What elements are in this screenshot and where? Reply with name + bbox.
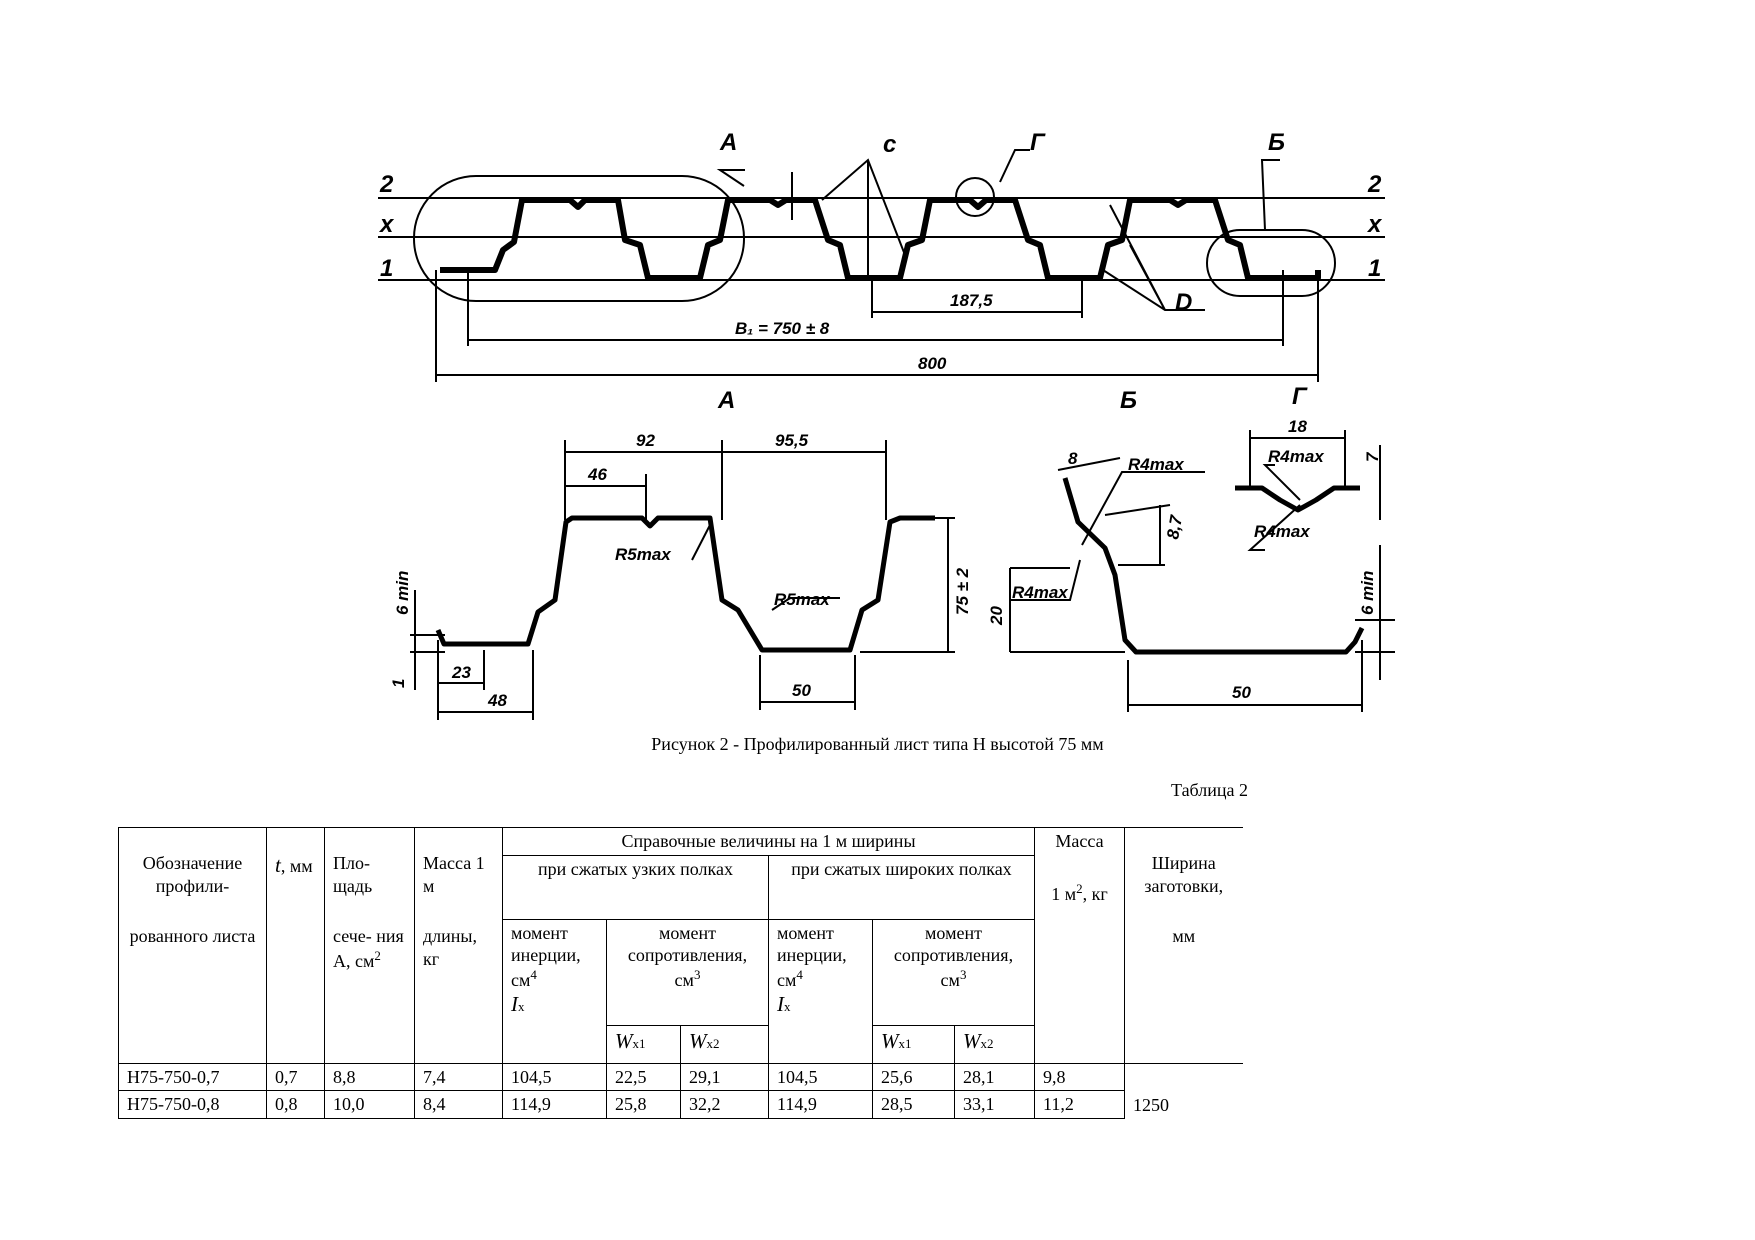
cell: Н75-750-0,7 bbox=[118, 1062, 267, 1091]
header-area: Пло- щадь сече- ния А, см2 bbox=[324, 827, 415, 1064]
leader-label-c: c bbox=[883, 131, 896, 158]
cell: 28,5 bbox=[872, 1090, 955, 1119]
cell: 29,1 bbox=[680, 1062, 769, 1091]
cell: 104,5 bbox=[502, 1062, 607, 1091]
axis-label-2: 2 bbox=[379, 171, 394, 198]
cell: 0,7 bbox=[266, 1062, 325, 1091]
dim-23: 23 bbox=[451, 663, 471, 682]
header-inertia-wide: момент инерции, см4 Ix bbox=[768, 918, 873, 1064]
dim-b1: B₁ = 750 ± 8 bbox=[735, 319, 830, 338]
callout-label-G: Г bbox=[1030, 129, 1046, 156]
cell: 22,5 bbox=[606, 1062, 681, 1091]
header-wx1-wide: Wx1 bbox=[872, 1024, 955, 1064]
table-row: Н75-750-0,7 0,7 8,8 7,4 104,5 22,5 29,1 … bbox=[118, 1062, 1243, 1118]
header-wx2-wide: Wx2 bbox=[954, 1024, 1035, 1064]
dim-8: 8 bbox=[1068, 449, 1078, 468]
callout-A bbox=[413, 175, 745, 302]
cell: 8,4 bbox=[414, 1090, 503, 1119]
cell: 104,5 bbox=[768, 1062, 873, 1091]
cell: 32,2 bbox=[680, 1090, 769, 1119]
header-inertia-narrow: момент инерции, см4 Ix bbox=[502, 918, 607, 1064]
detail-G-profile bbox=[1235, 485, 1360, 513]
detail-B-title: Б bbox=[1120, 387, 1137, 414]
main-profile bbox=[440, 197, 1321, 281]
callout-label-B: Б bbox=[1268, 129, 1285, 156]
dim-6min-g: 6 min bbox=[1358, 571, 1377, 615]
header-thickness: t, мм bbox=[266, 827, 325, 1064]
dim-8-7: 8,7 bbox=[1163, 513, 1186, 541]
cell: 25,8 bbox=[606, 1090, 681, 1119]
callout-B bbox=[1206, 229, 1336, 297]
header-mass-per-m2: Масса 1 м2, кг bbox=[1034, 827, 1125, 1064]
dim-thickness-1: 1 bbox=[389, 679, 408, 688]
dim-total: 800 bbox=[918, 354, 947, 373]
radius-r5-a: R5max bbox=[615, 545, 672, 564]
profile-drawing: 2 x 1 2 x 1 А Г Б c D 187,5 B₁ = 750 ± 8… bbox=[378, 129, 1395, 720]
header-wx2-narrow: Wx2 bbox=[680, 1024, 769, 1064]
dim-92: 92 bbox=[636, 431, 655, 450]
radius-r4-b2: R4max bbox=[1012, 583, 1069, 602]
header-reference: Справочные величины на 1 м ширины bbox=[502, 827, 1035, 856]
header-blank-width: Ширина заготовки, мм bbox=[1124, 827, 1243, 1064]
cell: Н75-750-0,8 bbox=[118, 1090, 267, 1119]
cell: 11,2 bbox=[1034, 1090, 1125, 1119]
radius-r5-b: R5max bbox=[774, 590, 831, 609]
dim-95-5: 95,5 bbox=[775, 431, 809, 450]
dim-6min: 6 min bbox=[393, 571, 412, 615]
header-wide: при сжатых широких полках bbox=[768, 854, 1035, 920]
axis-label-x-right: x bbox=[1366, 211, 1383, 238]
radius-r4-g1: R4max bbox=[1268, 447, 1325, 466]
cell: 28,1 bbox=[954, 1062, 1035, 1091]
cell: 10,0 bbox=[324, 1090, 415, 1119]
detail-A-profile bbox=[435, 515, 935, 653]
header-wx1-narrow: Wx1 bbox=[606, 1024, 681, 1064]
cell: 9,8 bbox=[1034, 1062, 1125, 1091]
radius-r4-g2: R4max bbox=[1254, 522, 1311, 541]
axis-label-2-right: 2 bbox=[1367, 171, 1382, 198]
cell: 7,4 bbox=[414, 1062, 503, 1091]
dim-7: 7 bbox=[1363, 451, 1382, 462]
axis-label-1: 1 bbox=[380, 255, 393, 282]
dim-pitch: 187,5 bbox=[950, 291, 993, 310]
cell-blank-width: 1250 bbox=[1124, 1062, 1243, 1118]
detail-G-title: Г bbox=[1292, 383, 1308, 410]
axis-label-x: x bbox=[378, 211, 395, 238]
callout-label-A: А bbox=[719, 129, 737, 156]
header-resist-narrow: момент сопротивления, см3 bbox=[606, 918, 769, 1026]
header-narrow: при сжатых узких полках bbox=[502, 854, 769, 920]
leader-label-D: D bbox=[1175, 289, 1192, 316]
header-mass-per-m: Масса 1 м длины, кг bbox=[414, 827, 503, 1064]
callout-G bbox=[955, 177, 995, 217]
dim-50-a: 50 bbox=[792, 681, 811, 700]
cell: 8,8 bbox=[324, 1062, 415, 1091]
cell: 114,9 bbox=[768, 1090, 873, 1119]
dim-18: 18 bbox=[1288, 417, 1307, 436]
figure-caption: Рисунок 2 - Профилированный лист типа Н … bbox=[651, 734, 1104, 754]
dim-height-75: 75 ± 2 bbox=[953, 567, 972, 615]
cell: 114,9 bbox=[502, 1090, 607, 1119]
axis-label-1-right: 1 bbox=[1368, 255, 1381, 282]
cell: 33,1 bbox=[954, 1090, 1035, 1119]
dim-20: 20 bbox=[987, 606, 1006, 626]
cell: 0,8 bbox=[266, 1090, 325, 1119]
cell: 25,6 bbox=[872, 1062, 955, 1091]
dim-46: 46 bbox=[587, 465, 607, 484]
table-row: Н75-750-0,8 0,8 10,0 8,4 114,9 25,8 32,2… bbox=[118, 1090, 1243, 1119]
detail-B-profile bbox=[1062, 477, 1365, 655]
header-resist-wide: момент сопротивления, см3 bbox=[872, 918, 1035, 1026]
dim-50-b: 50 bbox=[1232, 683, 1251, 702]
spec-table: Обозначение профили- рованного листа t, … bbox=[118, 827, 1243, 1119]
radius-r4-b1: R4max bbox=[1128, 455, 1185, 474]
table-label: Таблица 2 bbox=[1171, 780, 1248, 800]
dim-48: 48 bbox=[487, 691, 507, 710]
detail-A-title: А bbox=[717, 387, 735, 414]
header-designation: Обозначение профили- рованного листа bbox=[118, 827, 267, 1064]
